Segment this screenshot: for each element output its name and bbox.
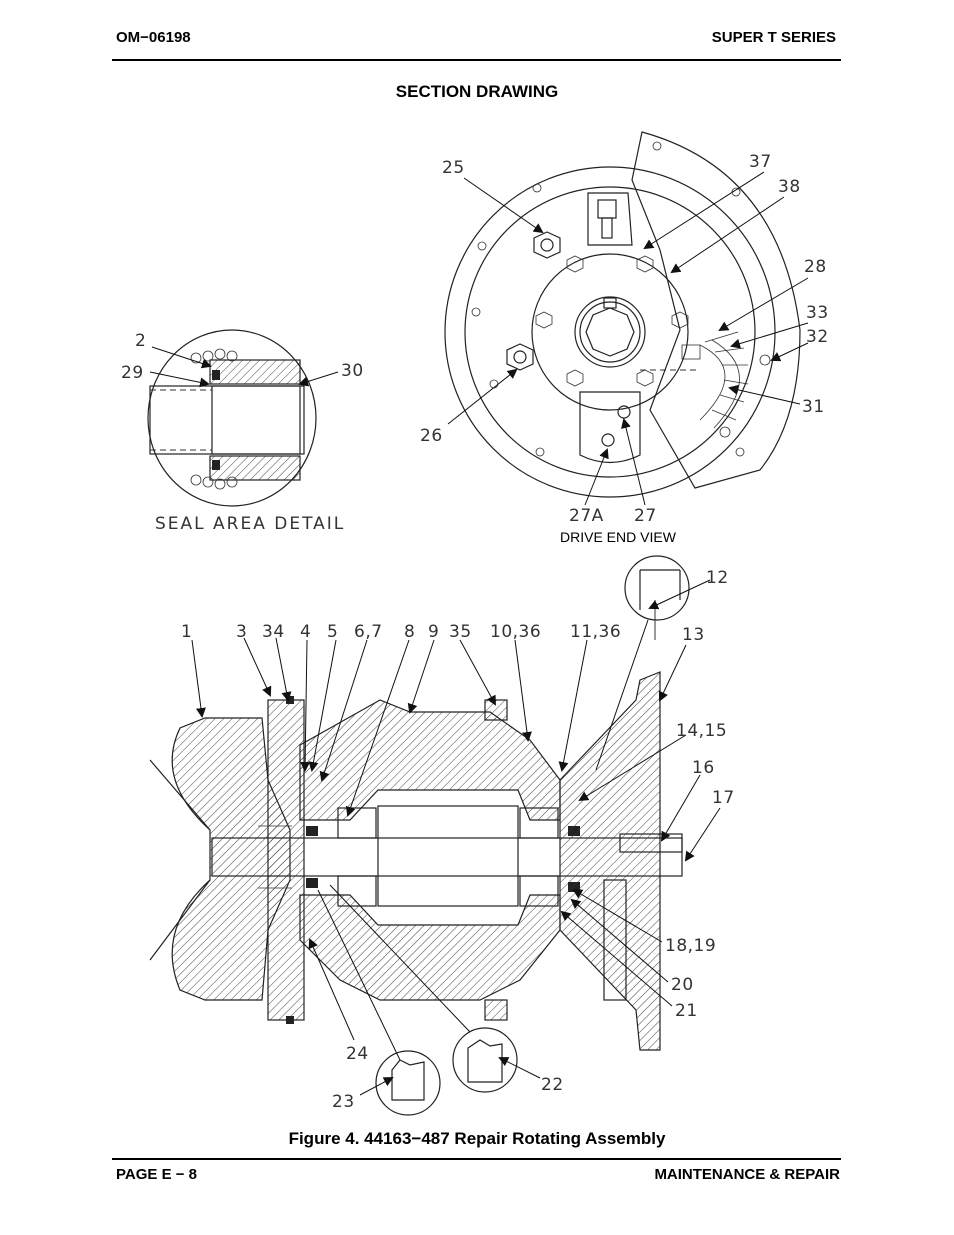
callout-33: 33	[806, 303, 829, 323]
figure-caption: Figure 4. 44163−487 Repair Rotating Asse…	[288, 1129, 666, 1148]
callout-25: 25	[442, 158, 465, 178]
callout-28: 28	[804, 257, 827, 277]
main-section-view: 1 3 34 4 5 6,7 8 9 35 10,36 11,36 13 12 …	[149, 555, 735, 1116]
callout-14-15: 14,15	[676, 721, 727, 741]
callout-5: 5	[327, 622, 338, 642]
callout-9: 9	[428, 622, 439, 642]
footer-rule	[112, 1158, 841, 1160]
callout-27a: 27A	[569, 506, 604, 526]
callout-21: 21	[675, 1001, 698, 1021]
callout-38: 38	[778, 177, 801, 197]
callout-13: 13	[682, 625, 705, 645]
series-name: SUPER T SERIES	[711, 29, 836, 46]
callout-30: 30	[341, 361, 364, 381]
callout-26: 26	[420, 426, 443, 446]
callout-11-36: 11,36	[570, 622, 621, 642]
seal-area-detail-label: SEAL AREA DETAIL	[155, 514, 345, 534]
callout-32: 32	[806, 327, 829, 347]
callout-6-7: 6,7	[354, 622, 383, 642]
callout-4: 4	[300, 622, 311, 642]
seal-area-detail: 2 29 30 SEAL AREA DETAIL	[121, 329, 364, 534]
drive-end-view-label: DRIVE END VIEW	[560, 529, 677, 545]
callout-29: 29	[121, 363, 144, 383]
callout-17: 17	[712, 788, 735, 808]
callout-12: 12	[706, 568, 729, 588]
callout-23: 23	[332, 1092, 355, 1112]
callout-35: 35	[449, 622, 472, 642]
callout-2: 2	[135, 331, 146, 351]
callout-31: 31	[802, 397, 825, 417]
callout-16: 16	[692, 758, 715, 778]
section-name: MAINTENANCE & REPAIR	[654, 1166, 840, 1183]
callout-10-36: 10,36	[490, 622, 541, 642]
callout-27: 27	[634, 506, 657, 526]
drive-end-view: 25 37 38 28 33 32 31 26 27A 27 DRIVE END…	[420, 131, 829, 545]
callout-34: 34	[262, 622, 285, 642]
callout-20: 20	[671, 975, 694, 995]
callout-22: 22	[541, 1075, 564, 1095]
page-number: PAGE E − 8	[116, 1166, 198, 1183]
callout-1: 1	[181, 622, 192, 642]
callout-18-19: 18,19	[665, 936, 716, 956]
callout-3: 3	[236, 622, 247, 642]
doc-number: OM−06198	[116, 29, 191, 46]
callout-24: 24	[346, 1044, 369, 1064]
callout-8: 8	[404, 622, 415, 642]
section-title: SECTION DRAWING	[395, 82, 559, 101]
callout-37: 37	[749, 152, 772, 172]
header-rule	[112, 59, 841, 61]
